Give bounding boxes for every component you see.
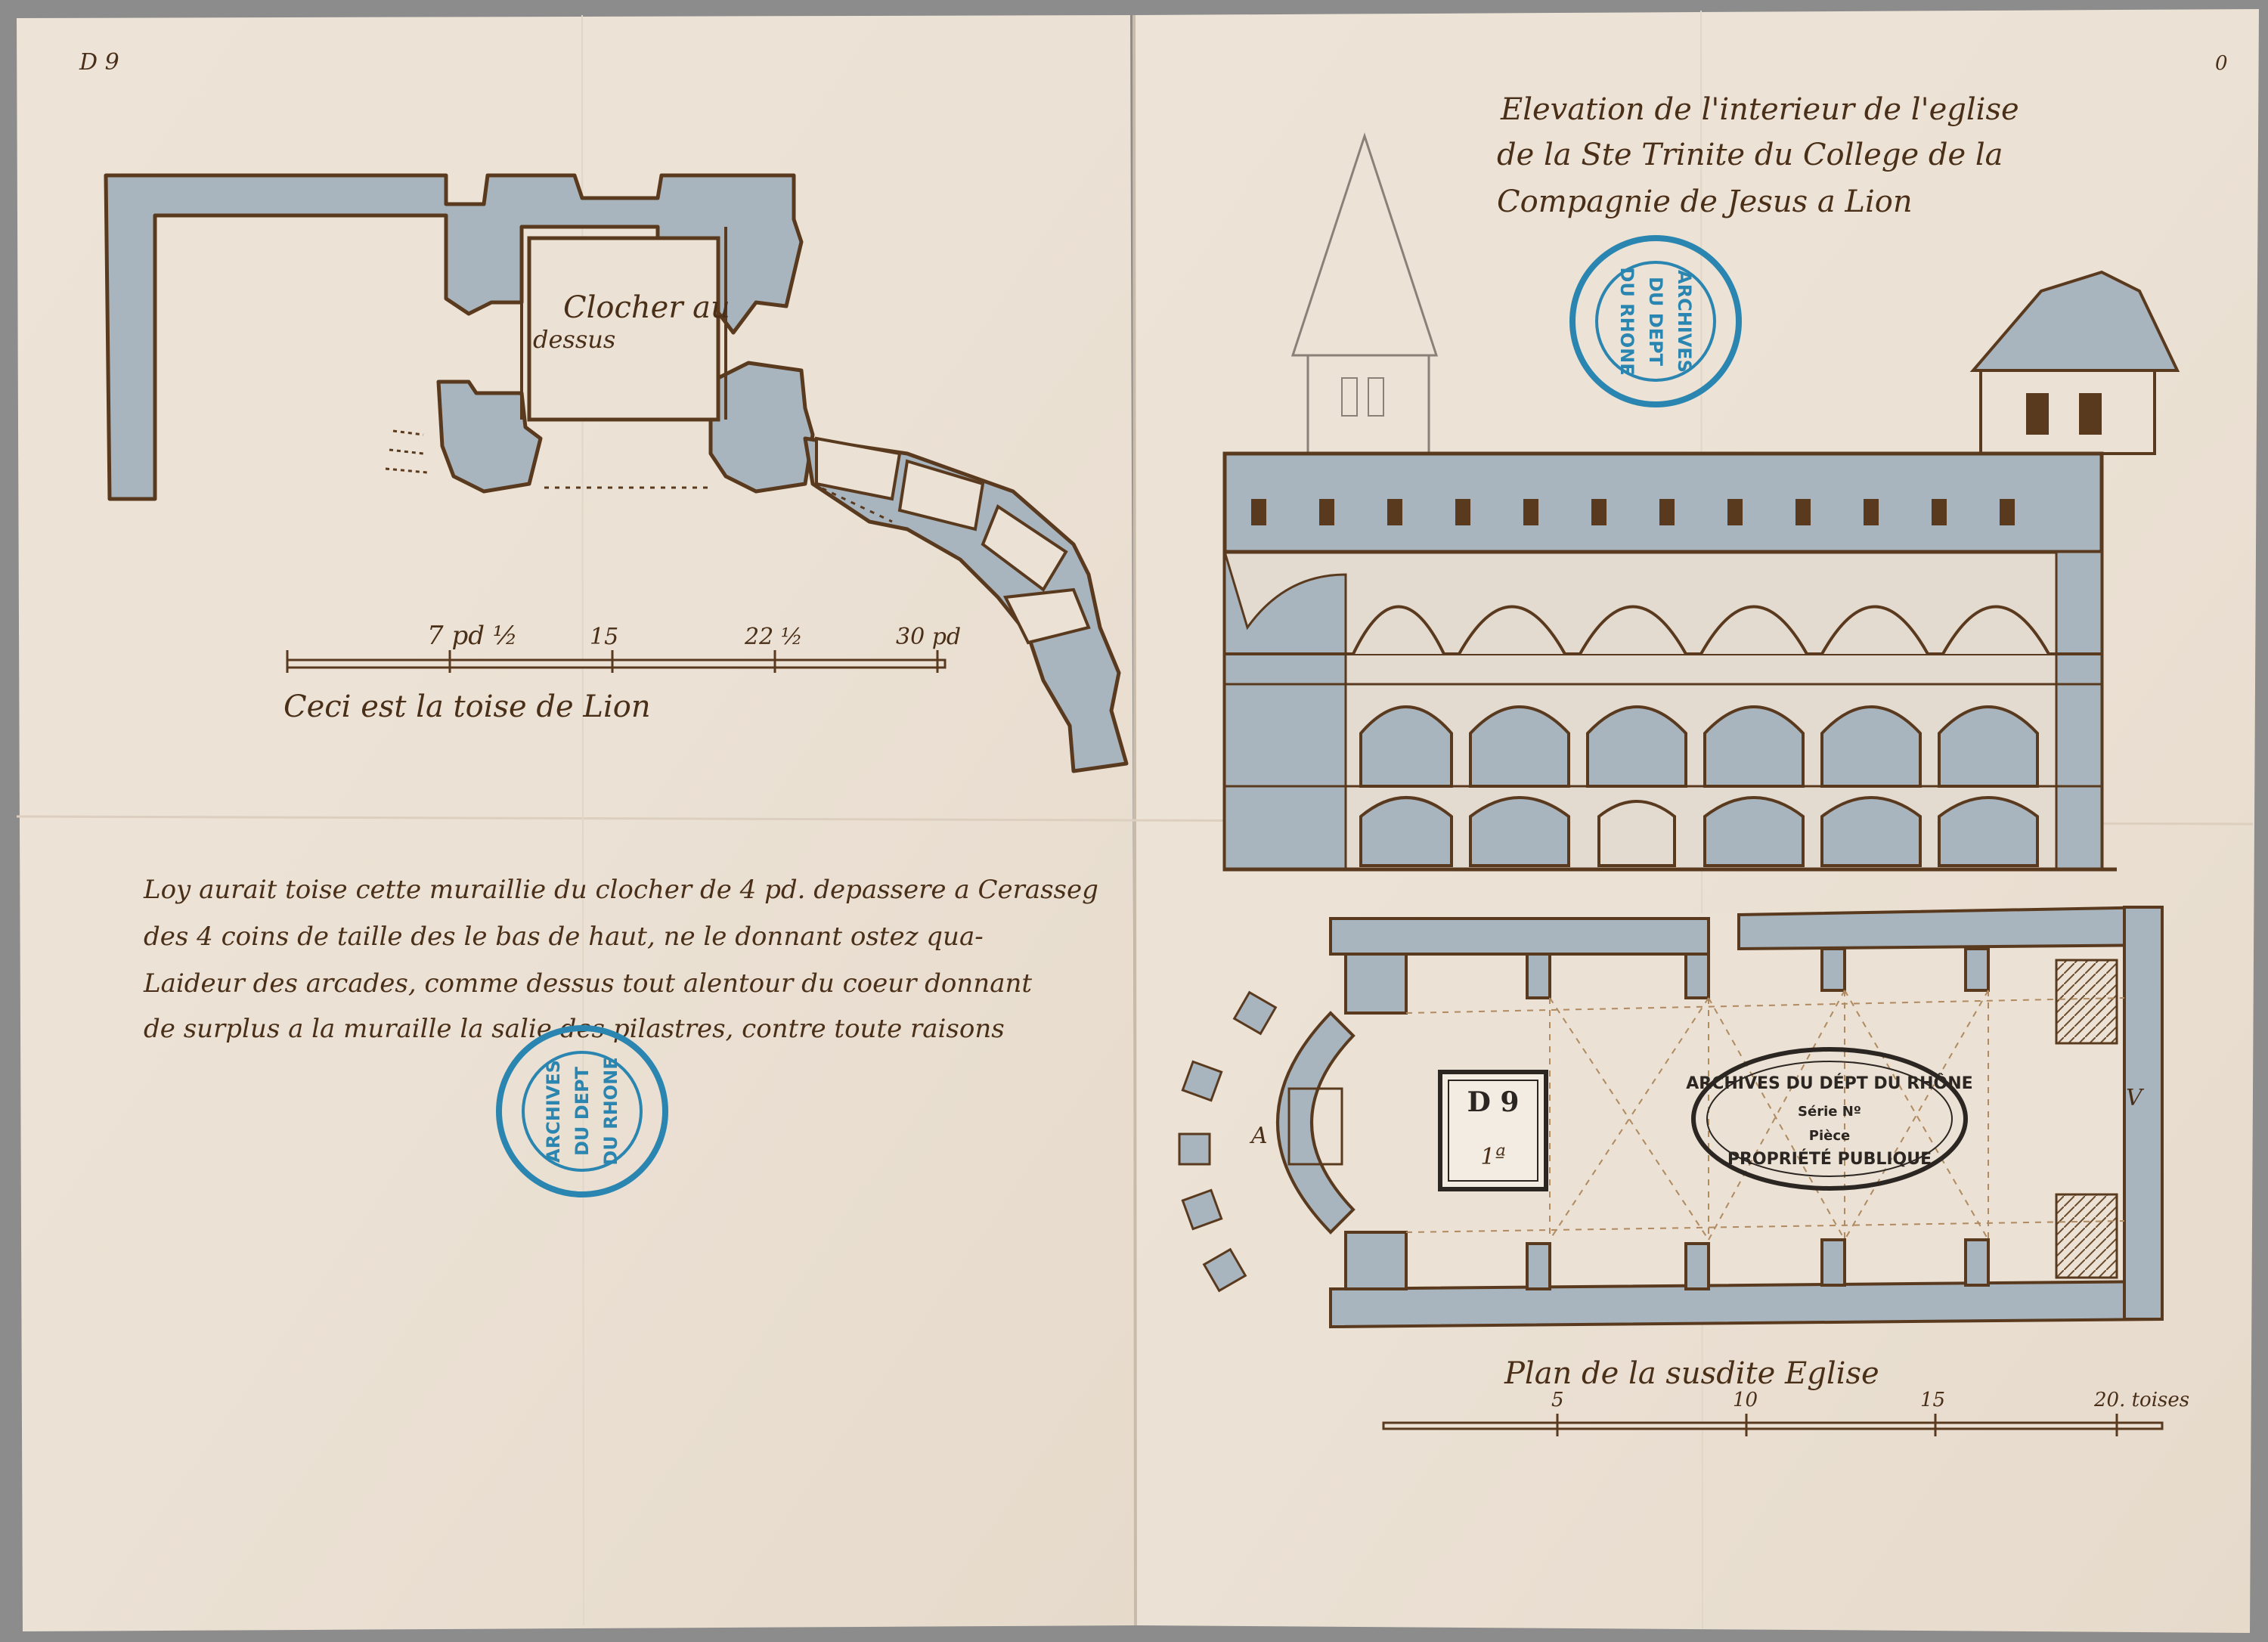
scale-tick-label: 15 (590, 624, 618, 650)
pavilion-roof (1969, 270, 2180, 372)
door (1597, 800, 1676, 867)
note-line: Loy aurait toise cette muraillie du cloc… (143, 875, 1098, 905)
altar (1287, 1087, 1343, 1166)
curved-wall (803, 436, 1129, 773)
handwritten-note: Loy aurait toise cette muraillie du cloc… (143, 875, 1098, 1044)
title-line: Compagnie de Jesus a Lion (1497, 184, 1913, 219)
title-line: Elevation de l'interieur de l'eglise (1500, 92, 2019, 127)
scale-tick-label: 7 pd ½ (427, 621, 518, 651)
scale-tick-label: 15 (1920, 1389, 1945, 1411)
arcade (1359, 705, 2039, 867)
scale-tick-label: 22 ½ (744, 624, 803, 650)
left-scale-bar: 7 pd ½ 15 22 ½ 30 pd Ceci est la toise d… (284, 621, 961, 724)
stamp-text: DU RHONE (600, 1057, 621, 1165)
archive-stamp-left: ARCHIVES DU DEPT DU RHONE (496, 1025, 668, 1197)
pier-west (436, 380, 543, 494)
stamp-text: ARCHIVES DU DÉPT DU RHÔNE (1686, 1073, 1972, 1093)
tower-square (527, 236, 720, 422)
apse-buttresses (1178, 990, 1278, 1293)
left-plan-drawing: Clocher au dessus (104, 173, 1129, 773)
apse-section (1223, 551, 1347, 871)
left-leaf (17, 15, 1136, 1631)
archive-oval-stamp: ARCHIVES DU DÉPT DU RHÔNE Série Nº Pièce… (1686, 1047, 1973, 1191)
note-line: Laideur des arcades, comme dessus tout a… (143, 968, 1032, 999)
title-line: de la Ste Trinite du College de la (1497, 138, 2003, 172)
stamp-text: Série Nº (1798, 1104, 1861, 1120)
note-line: des 4 coins de taille des le bas de haut… (144, 922, 984, 952)
scale-tick-label: 20. toises (2093, 1389, 2189, 1411)
stamp-text: PROPRIÉTÉ PUBLIQUE (1727, 1149, 1932, 1169)
right-scale-bar: 5 10 15 20. toises (1382, 1389, 2189, 1436)
plan-mark-entrance: V (2126, 1085, 2145, 1111)
scale-tick-label: 30 pd (896, 624, 961, 650)
plan-mark-choir: A (1249, 1123, 1268, 1149)
vault-bays (1352, 605, 2050, 655)
scale-tick-label: 10 (1733, 1389, 1758, 1411)
scale-tick-label: 5 (1551, 1389, 1564, 1411)
elevation-title: Elevation de l'interieur de l'eglise de … (1497, 92, 2019, 219)
stamp-text: Pièce (1809, 1128, 1850, 1144)
stamp-text: DU DEPT (572, 1066, 593, 1156)
vault-lines (1405, 990, 2125, 1241)
room-label: Clocher au (563, 290, 730, 325)
stamp-text: DU DEPT (1645, 277, 1666, 367)
wall-north (104, 173, 804, 501)
archive-stamp-right: ARCHIVES DU DEPT DU RHONE (1569, 235, 1742, 407)
room-label: dessus (533, 325, 615, 354)
plan-caption: Plan de la susdite Eglise (1504, 1356, 1879, 1391)
stair-south (2055, 1193, 2118, 1279)
curved-openings (815, 436, 1091, 645)
sheet-number: 1ª (1480, 1144, 1505, 1170)
stamp-text: DU RHONE (1616, 267, 1637, 375)
church-elevation (1222, 132, 2180, 872)
scale-caption: Ceci est la toise de Lion (284, 689, 651, 724)
folio-number: D 9 (1467, 1086, 1520, 1118)
stamp-text: ARCHIVES (1674, 270, 1695, 373)
stair-north (2055, 959, 2118, 1045)
folio-label: D 9 1ª (1438, 1070, 1548, 1191)
corner-mark: 0 (2215, 52, 2228, 75)
pavilion-wall (1979, 369, 2156, 455)
clerestory-windows (1251, 499, 2015, 525)
stamp-text: ARCHIVES (543, 1060, 564, 1163)
faint-folio-mark: D 9 (79, 49, 119, 76)
church-plan: A V (1178, 905, 2164, 1329)
